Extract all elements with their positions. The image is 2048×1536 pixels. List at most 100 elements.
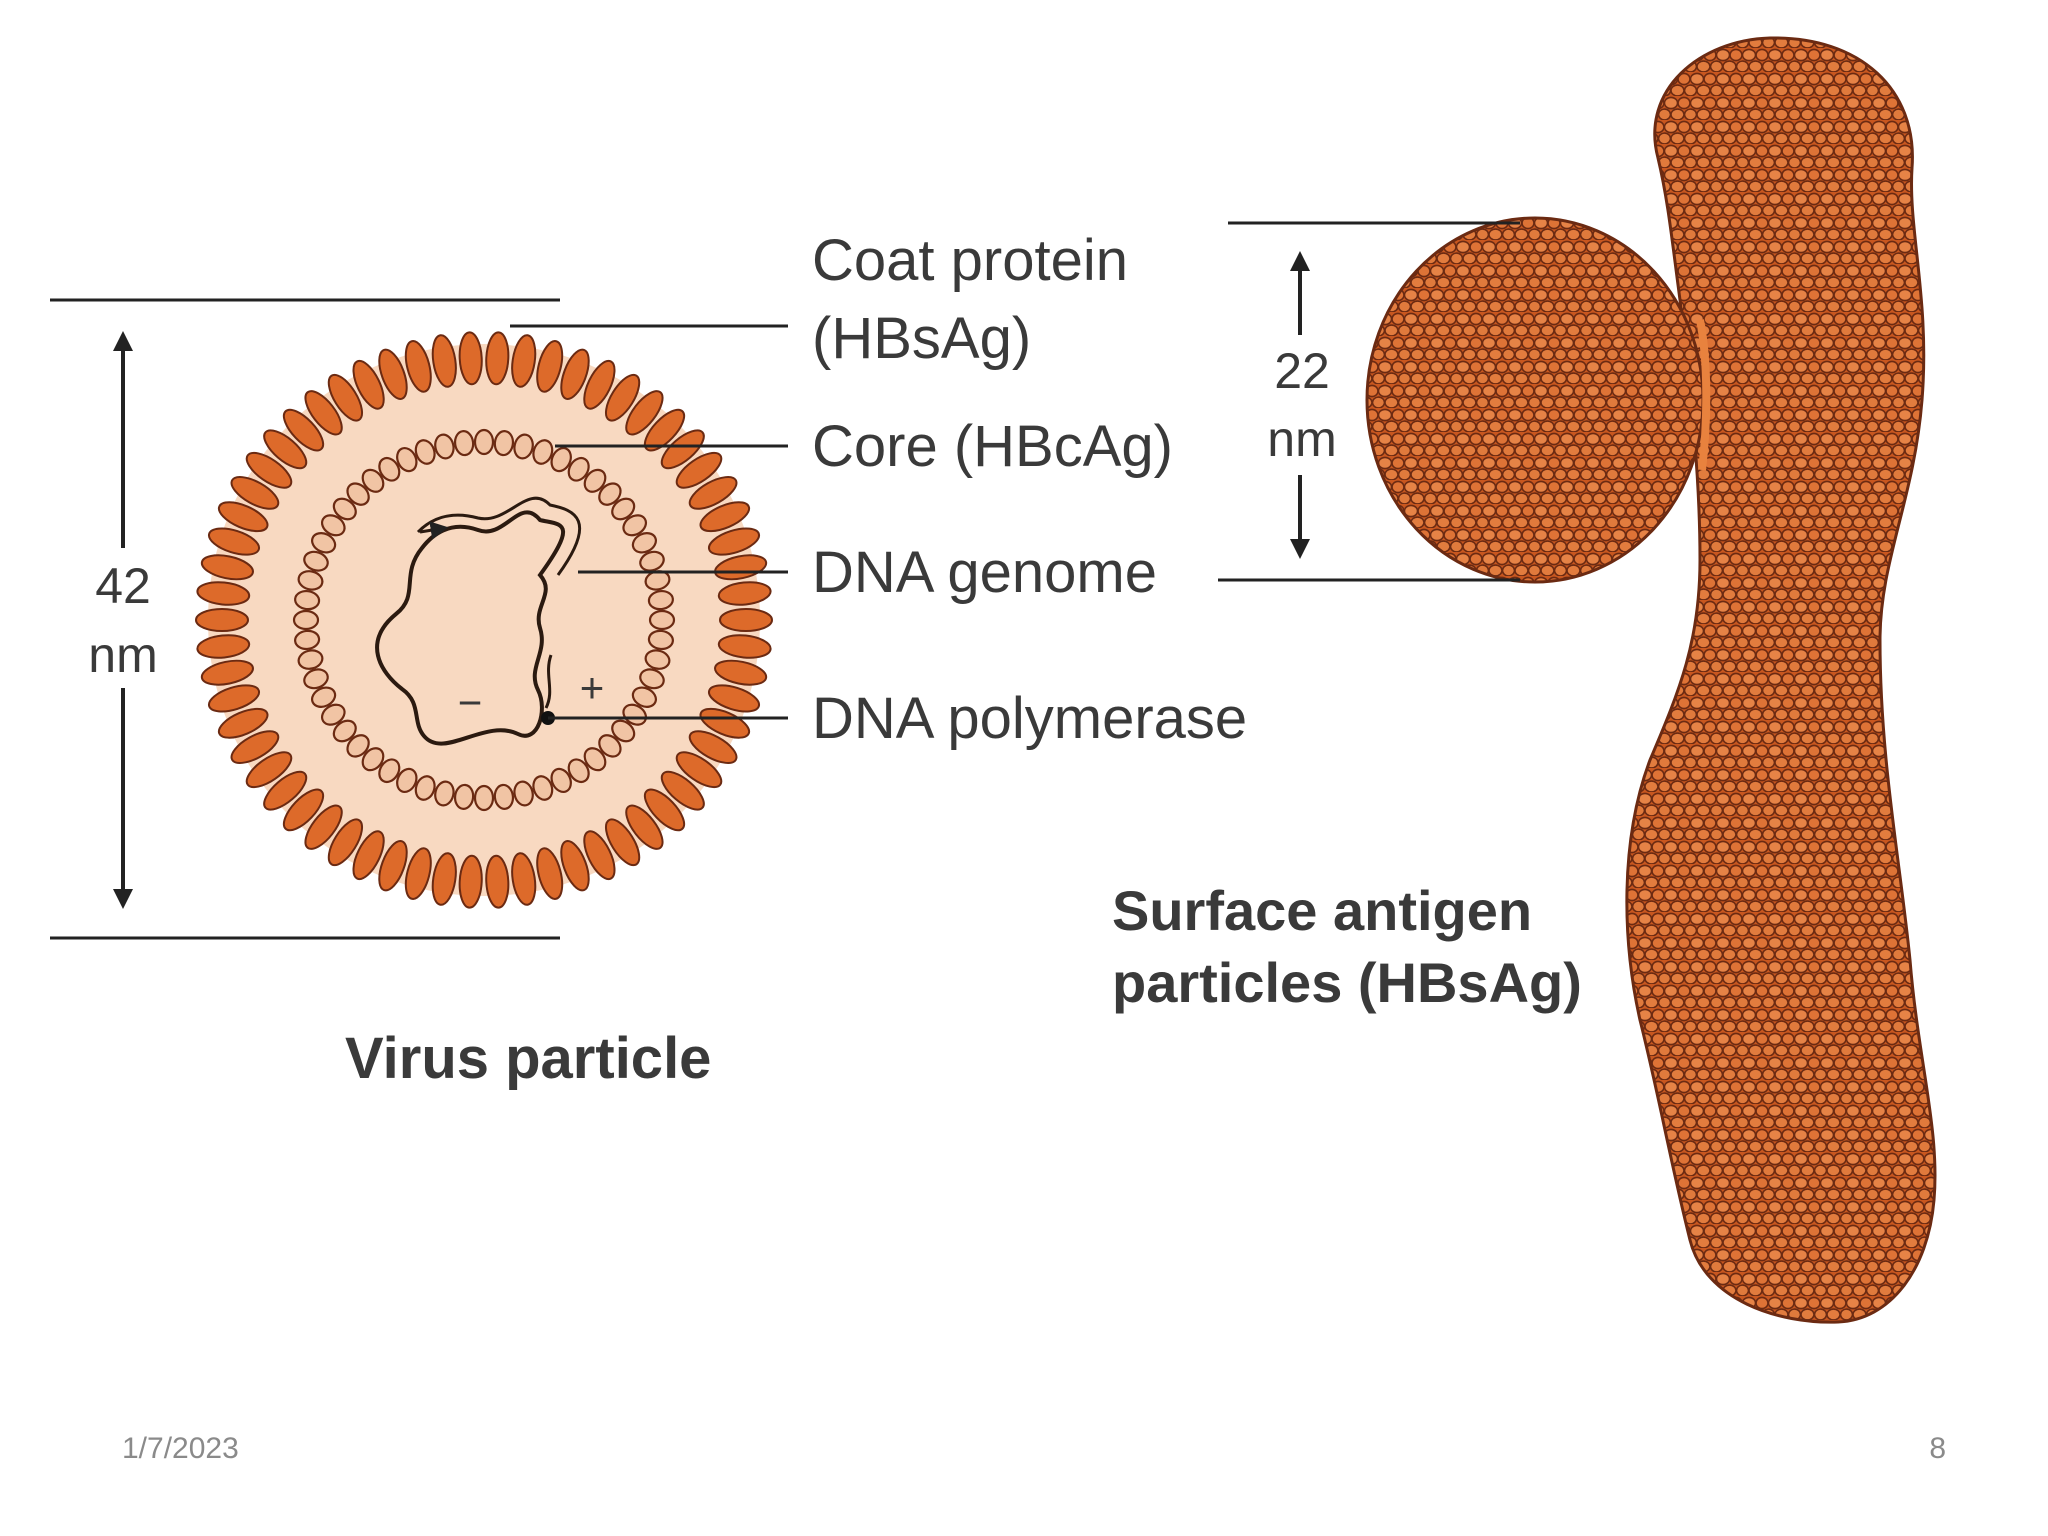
core-subunit xyxy=(294,629,321,651)
core-subunit xyxy=(648,609,676,631)
coat-protein-subunit xyxy=(536,847,564,900)
core-subunit xyxy=(320,703,346,726)
coat-protein-subunit xyxy=(196,581,251,606)
coat-protein-subunit xyxy=(511,852,537,906)
core-subunit xyxy=(583,747,607,772)
coat-protein-subunit xyxy=(352,359,385,410)
dna-genome-outer-strand xyxy=(416,496,582,576)
coat-protein-subunit xyxy=(699,501,751,533)
coat-protein-subunit xyxy=(282,788,325,832)
coat-protein-subunit xyxy=(560,348,590,400)
coat-protein-subunit xyxy=(378,840,408,892)
coat-protein-subunit xyxy=(230,476,280,510)
core-subunit xyxy=(583,468,607,493)
coat-protein-subunit xyxy=(717,634,772,659)
surface-antigen-caption-line2: particles (HBsAg) xyxy=(1112,951,1582,1014)
core-subunit xyxy=(361,747,385,772)
coat-protein-subunit xyxy=(200,659,254,686)
coat-protein-subunit xyxy=(719,608,773,632)
core-subunit xyxy=(320,514,346,537)
minus-strand-sign: − xyxy=(458,679,483,726)
core-subunit xyxy=(473,428,495,456)
dna-direction-arrow xyxy=(419,521,449,540)
core-label: Core (HBcAg) xyxy=(812,414,1173,479)
coat-protein-subunit xyxy=(560,840,590,892)
filament-particle xyxy=(1625,36,1937,1324)
coat-protein-subunit xyxy=(217,707,269,739)
coat-protein-label: Coat protein xyxy=(812,228,1128,293)
coat-protein-subunit xyxy=(207,527,261,556)
coat-protein-subunit xyxy=(404,847,432,900)
core-subunit xyxy=(396,767,418,793)
core-ring xyxy=(292,428,676,812)
coat-protein-subunit xyxy=(675,751,723,789)
core-subunit xyxy=(332,719,357,743)
coat-protein-subunit xyxy=(431,852,457,906)
dna-genome-strand xyxy=(375,510,565,746)
core-subunit xyxy=(294,589,321,611)
coat-protein-subunit xyxy=(304,804,343,850)
coat-protein-subunit xyxy=(195,608,249,632)
coat-protein-subunit xyxy=(263,770,308,811)
coat-protein-subunit xyxy=(485,331,510,386)
coat-protein-subunit xyxy=(536,340,564,393)
coat-protein-subunit xyxy=(660,770,705,811)
coat-protein-subunit xyxy=(327,373,364,422)
coat-protein-subunit xyxy=(245,451,293,489)
footer-date: 1/7/2023 xyxy=(122,1432,239,1465)
core-subunit xyxy=(346,482,370,506)
coat-protein-subunit xyxy=(707,527,761,556)
coat-protein-subunit xyxy=(327,818,364,867)
core-subunit xyxy=(513,780,534,807)
virus-particle: 42 nm − + Coat protein (HBsAg) Core (HBc… xyxy=(50,228,1247,1091)
core-subunit xyxy=(622,514,648,537)
core-subunit xyxy=(292,609,320,631)
dna-genome-label: DNA genome xyxy=(812,540,1157,605)
core-subunit xyxy=(611,719,636,743)
coat-protein-ring xyxy=(195,331,773,909)
core-subunit xyxy=(631,532,657,554)
coat-protein-subunit xyxy=(604,818,641,867)
coat-protein-subunit xyxy=(660,429,705,470)
coat-protein-subunit xyxy=(714,659,768,686)
core-subunit xyxy=(453,430,475,457)
coat-protein-subunit xyxy=(431,334,457,388)
core-subunit xyxy=(639,550,665,572)
coat-protein-subunit xyxy=(404,340,432,393)
core-subunit xyxy=(311,686,337,708)
core-subunit xyxy=(346,734,370,758)
core-subunit xyxy=(361,468,385,493)
coat-protein-subunit xyxy=(485,854,510,909)
core-subunit xyxy=(414,439,436,465)
core-subunit xyxy=(550,447,572,473)
surface-antigen-particles: 22 nm Surface antigen particles (HBsAg) xyxy=(1112,36,1937,1324)
coat-protein-subunit xyxy=(207,684,261,713)
surface-antigen-caption-line1: Surface antigen xyxy=(1112,879,1532,942)
core-subunit xyxy=(493,430,515,457)
coat-protein-subunit xyxy=(643,408,686,452)
dna-polymerase-label: DNA polymerase xyxy=(812,686,1247,751)
coat-protein-subunit xyxy=(625,390,664,436)
coat-protein-subunit xyxy=(643,788,686,832)
coat-protein-subunit xyxy=(230,730,280,764)
coat-protein-subunit xyxy=(458,854,483,909)
coat-protein-label-abbrev: (HBsAg) xyxy=(812,306,1031,371)
core-subunit xyxy=(550,767,572,793)
coat-protein-subunit xyxy=(196,634,251,659)
coat-protein-subunit xyxy=(217,501,269,533)
dna-genome-gap-strand xyxy=(544,654,553,709)
core-subunit xyxy=(631,686,657,708)
coat-protein-subunit xyxy=(458,331,483,386)
core-subunit xyxy=(532,439,554,465)
coat-protein-subunit xyxy=(699,707,751,739)
core-subunit xyxy=(567,456,590,482)
coat-protein-subunit xyxy=(707,684,761,713)
core-subunit xyxy=(297,570,324,591)
core-subunit xyxy=(493,783,515,810)
core-subunit xyxy=(311,532,337,554)
core-subunit xyxy=(414,775,436,801)
coat-protein-subunit xyxy=(688,730,738,764)
core-subunit xyxy=(598,734,622,758)
coat-protein-subunit xyxy=(688,476,738,510)
